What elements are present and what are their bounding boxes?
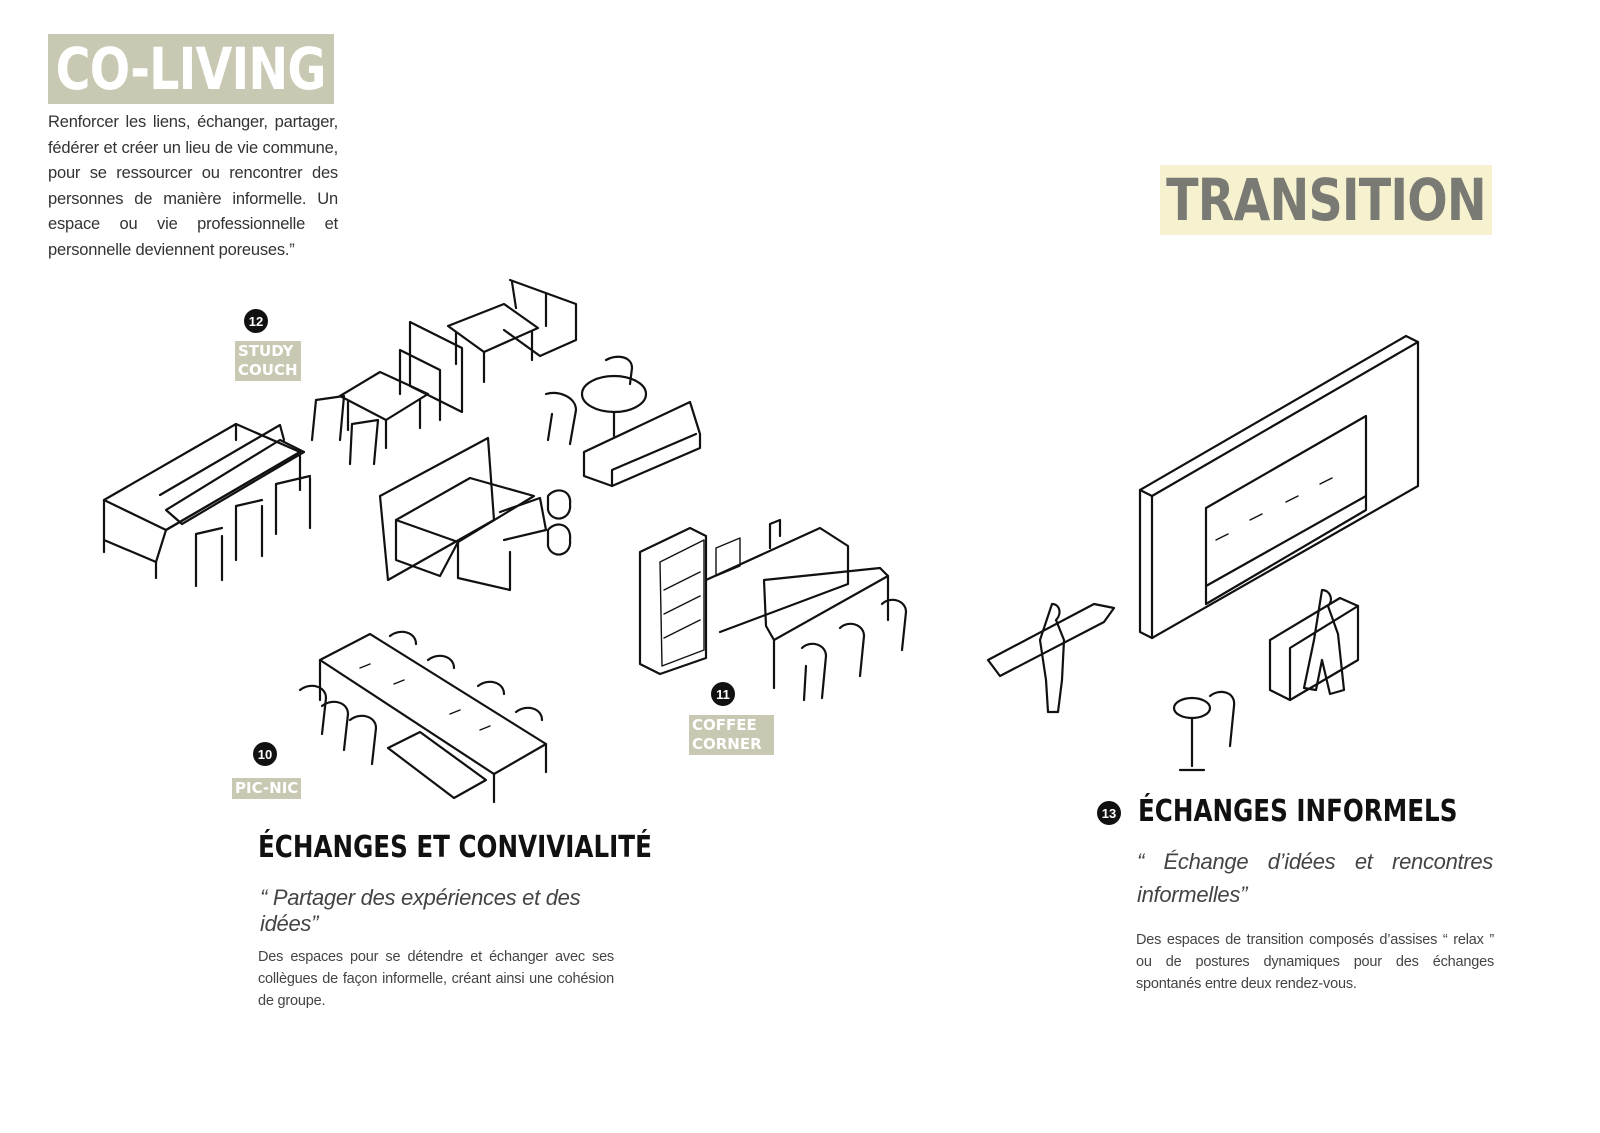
study-couch-tag-line2: COUCH (238, 361, 298, 379)
study-couch-tag-line1: STUDY (238, 342, 294, 360)
echanges-informels-quote: “ Échange d’idées et rencontres informel… (1137, 849, 1493, 907)
standing-table-sketch (986, 602, 1116, 714)
echanges-convivialite-quote: “ Partager des expériences et des idées” (260, 885, 581, 936)
coliving-description: Renforcer les liens, échanger, partager,… (48, 113, 338, 259)
study-couch-sketch (102, 422, 312, 588)
coliving-title: CO-LIVING (48, 34, 334, 104)
booth-table-sketch (310, 278, 578, 466)
pic-nic-sketch (298, 630, 548, 804)
echanges-convivialite-heading: ÉCHANGES ET CONVIVIALITÉ (258, 830, 652, 865)
echanges-convivialite-text: Des espaces pour se détendre et échanger… (258, 949, 614, 1009)
study-couch-tag: STUDY COUCH (235, 341, 301, 381)
round-table-sketch (544, 355, 702, 488)
high-cabinet-sketch (1172, 588, 1360, 772)
pic-nic-tag: PIC-NIC (232, 778, 302, 799)
transition-wall-sketch (1138, 334, 1420, 640)
echanges-informels-text: Des espaces de transition composés d’ass… (1136, 932, 1494, 992)
lounge-sofa-sketch (378, 436, 572, 592)
coffee-corner-number-badge: 11 (711, 682, 735, 706)
coffee-corner-sketch (638, 518, 908, 702)
transition-title: TRANSITION (1160, 165, 1492, 235)
echanges-informels-heading: ÉCHANGES INFORMELS (1138, 794, 1458, 829)
coffee-corner-tag-line1: COFFEE (692, 716, 757, 734)
pic-nic-number-badge: 10 (253, 742, 277, 766)
coffee-corner-tag: COFFEE CORNER (689, 715, 774, 755)
coffee-corner-tag-line2: CORNER (692, 735, 762, 753)
echanges-informels-number-badge: 13 (1097, 801, 1121, 825)
study-couch-number-badge: 12 (244, 309, 268, 333)
